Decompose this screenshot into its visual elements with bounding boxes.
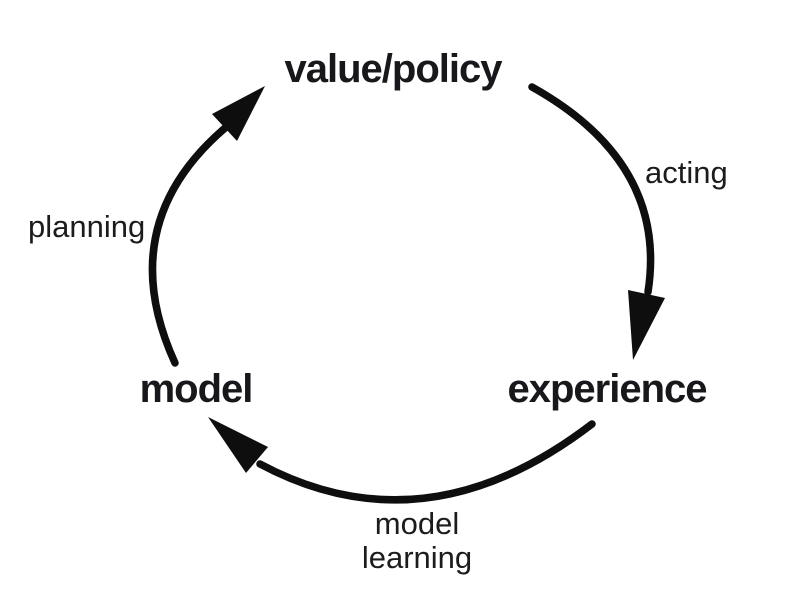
acting-arrowhead [628, 290, 665, 360]
model-learning-arrow [208, 417, 596, 504]
model-learning-arc [256, 420, 596, 504]
node-model: model [139, 367, 254, 411]
edge-label-planning: planning [28, 209, 146, 244]
edge-label-model-learning: model learning [362, 507, 472, 575]
edge-label-model-learning-line2: learning [361, 540, 473, 575]
planning-arc [148, 124, 229, 367]
edge-label-model-learning-line1: model [374, 506, 460, 541]
edge-label-acting: acting [645, 155, 728, 190]
planning-arrowhead [212, 86, 265, 141]
node-value-policy: value/policy [284, 47, 503, 91]
node-experience: experience [507, 367, 707, 411]
model-learning-arrowhead [208, 417, 268, 473]
acting-arrow [528, 83, 665, 360]
acting-arc [528, 83, 655, 296]
planning-arrow [148, 86, 265, 367]
